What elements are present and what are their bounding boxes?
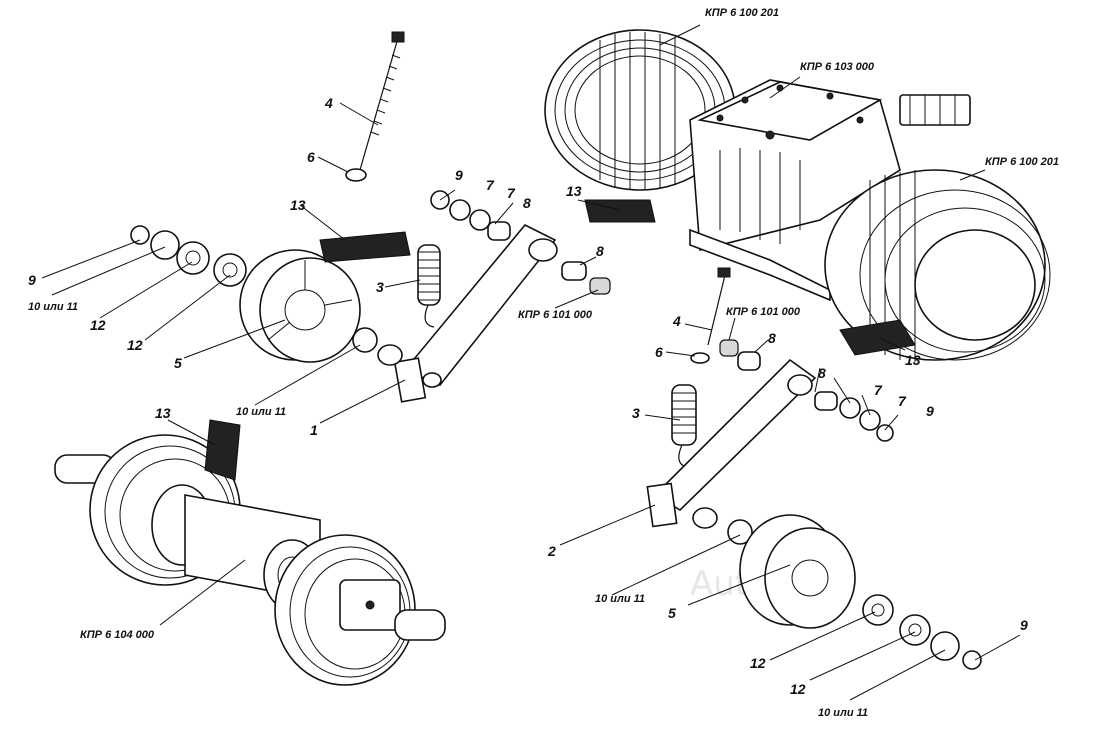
label-9-top-left: 9 — [28, 272, 36, 288]
label-13-right: 13 — [905, 352, 921, 368]
label-7-c: 7 — [874, 382, 883, 398]
bushing-kpr-right — [719, 339, 739, 357]
label-3-top: 3 — [376, 279, 384, 295]
gearbox-assembly — [544, 29, 1051, 362]
washer-6-right — [690, 352, 710, 364]
gearbox-housing — [689, 79, 901, 302]
label-8-d: 8 — [818, 365, 826, 381]
label-kpr-6100201-top: КПР 6 100 201 — [705, 7, 779, 19]
tensioner-assembly-left — [130, 31, 611, 403]
bearing-12-a — [176, 241, 210, 275]
label-5-right: 5 — [668, 605, 676, 621]
label-13-left: 13 — [290, 197, 306, 213]
leader-lines — [41, 24, 1021, 701]
label-8-c: 8 — [768, 330, 776, 346]
bolt-4-top — [359, 31, 405, 171]
ring-10-top-left — [150, 230, 180, 260]
bearing-12-d — [899, 614, 931, 646]
label-7-d: 7 — [898, 393, 907, 409]
bearing-12-c — [862, 594, 894, 626]
bushing-8-b — [561, 261, 587, 281]
axle-stub-top — [377, 344, 403, 366]
label-9-mid: 9 — [455, 167, 463, 183]
label-13-bottom: 13 — [155, 405, 171, 421]
bolt-4-right — [707, 267, 731, 346]
ring-7-c — [839, 397, 861, 419]
label-6-top: 6 — [307, 149, 315, 165]
label-10-right-b: 10 или 11 — [818, 707, 868, 719]
bushing-8-d — [814, 391, 838, 411]
label-7-a: 7 — [486, 177, 495, 193]
label-5-top: 5 — [174, 355, 182, 371]
shaft-assembly — [54, 419, 446, 686]
label-12-top-a: 12 — [90, 317, 106, 333]
ring-7-b — [469, 209, 491, 231]
splined-shaft — [899, 94, 971, 126]
label-kpr-6104000: КПР 6 104 000 — [80, 629, 155, 641]
bearing-12-b — [213, 253, 247, 287]
bushing-kpr-left — [589, 277, 611, 295]
label-12-top-b: 12 — [127, 337, 143, 353]
labels: 4 6 13 3 1 5 10 или 11 12 12 10 или 11 9… — [28, 7, 1059, 719]
bushing-8-a — [487, 221, 511, 241]
ring-7-a — [449, 199, 471, 221]
label-4-right: 4 — [672, 313, 681, 329]
label-10-top-left: 10 или 11 — [28, 301, 78, 313]
spring-3-top — [417, 244, 441, 328]
label-3-right: 3 — [632, 405, 640, 421]
lever-arm-1 — [393, 224, 558, 403]
label-kpr-6101000-right: КПР 6 101 000 — [726, 306, 801, 318]
universal-joint — [339, 579, 401, 631]
label-7-b: 7 — [507, 185, 516, 201]
right-pulley-drum — [824, 169, 1051, 362]
lever-arm-2 — [646, 358, 817, 529]
label-9-right-b: 9 — [1020, 617, 1028, 633]
ring-9-top-left — [130, 225, 150, 245]
label-9-right: 9 — [926, 403, 934, 419]
bushing-8-c — [737, 351, 761, 371]
ring-9-right-b — [962, 650, 982, 670]
belt-strip-13-left — [319, 231, 411, 263]
tensioner-assembly-right — [646, 267, 982, 670]
label-kpr-6100201-right: КПР 6 100 201 — [985, 156, 1059, 168]
label-12-right-a: 12 — [750, 655, 766, 671]
label-2: 2 — [547, 543, 556, 559]
ring-10-top — [352, 327, 378, 353]
label-8-a: 8 — [523, 195, 531, 211]
label-4-top: 4 — [324, 95, 333, 111]
belt-strip-13-top — [584, 199, 656, 223]
ring-9-right — [876, 424, 894, 442]
label-1: 1 — [310, 422, 318, 438]
label-6-right: 6 — [655, 344, 663, 360]
label-12-right-b: 12 — [790, 681, 806, 697]
label-13-top: 13 — [566, 183, 582, 199]
shaft-end-right — [394, 609, 446, 641]
belt-strip-13-bottom — [204, 419, 241, 481]
spring-3-right — [671, 384, 697, 468]
ring-10-right-b — [930, 631, 960, 661]
label-kpr-6103000: КПР 6 103 000 — [800, 61, 875, 73]
washer-6-top — [345, 168, 367, 182]
label-10-top-center: 10 или 11 — [236, 406, 286, 418]
pulley-5-top — [239, 249, 361, 363]
label-kpr-6101000-left: КПР 6 101 000 — [518, 309, 593, 321]
label-8-b: 8 — [596, 243, 604, 259]
ring-7-d — [859, 409, 881, 431]
label-10-right-a: 10 или 11 — [595, 593, 645, 605]
pulley-5-right — [739, 514, 856, 629]
